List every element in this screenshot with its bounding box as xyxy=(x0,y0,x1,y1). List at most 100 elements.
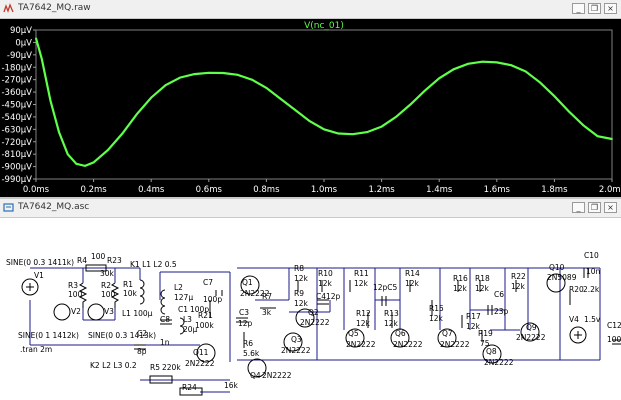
schematic-label-r15v: 12k xyxy=(429,314,444,323)
data-point xyxy=(366,131,369,133)
schematic-titlebar[interactable]: TA7642_MQ.asc _ ❐ × xyxy=(0,199,621,218)
schematic-label-c12: C12 xyxy=(607,321,621,330)
schematic-label-l2v: 127µ xyxy=(174,293,193,302)
schematic-label-r23: R23 xyxy=(107,256,122,265)
minimize-button[interactable]: _ xyxy=(572,202,585,213)
schematic-label-r5: R5 xyxy=(150,363,160,372)
data-point xyxy=(467,62,469,65)
data-point xyxy=(179,76,181,79)
data-point xyxy=(481,60,484,63)
data-point xyxy=(423,89,426,92)
data-point xyxy=(438,77,441,80)
schematic-label-r22v: 12k xyxy=(511,282,526,291)
y-tick-label: -630µV xyxy=(1,125,32,135)
schematic-label-r11: R11 xyxy=(354,269,369,278)
restore-button[interactable]: ❐ xyxy=(588,3,601,14)
y-tick-label: -450µV xyxy=(1,101,32,111)
y-tick-label: -90µV xyxy=(7,51,32,61)
x-tick-label: 1.0ms xyxy=(311,185,338,195)
data-point xyxy=(409,103,412,106)
schematic-label-c10v: 10n xyxy=(586,267,601,276)
x-tick-label: 2.0ms xyxy=(599,185,621,195)
y-tick-label: 0µV xyxy=(15,38,32,48)
data-point xyxy=(567,110,570,113)
x-tick-label: 0.0ms xyxy=(23,185,50,195)
schematic-label-q6: Q6 xyxy=(395,329,406,338)
data-point xyxy=(611,138,613,140)
schematic-label-sine1: SINE(0 0.3 1411k) xyxy=(6,258,74,267)
schematic-label-q4v: 2N2222 xyxy=(262,371,292,380)
schematic-label-r10: R10 xyxy=(318,269,333,278)
schematic-label-r23v: 30k xyxy=(100,269,115,278)
plot-frame xyxy=(35,29,613,180)
x-tick-label: 1.6ms xyxy=(484,185,511,195)
schematic-label-q7v: 2N2222 xyxy=(440,340,470,349)
close-button[interactable]: × xyxy=(604,3,617,14)
waveform-plot[interactable]: 90µV0µV-90µV-180µV-270µV-360µV-450µV-540… xyxy=(0,18,621,197)
restore-button[interactable]: ❐ xyxy=(588,202,601,213)
schematic-label-q5v: 2N2222 xyxy=(346,340,376,349)
schematic-label-r13: R13 xyxy=(384,309,399,318)
schematic-label-v4: V4 xyxy=(569,315,579,324)
schematic-label-r14v: 12k xyxy=(405,279,420,288)
waveform-window-controls: _ ❐ × xyxy=(572,3,617,14)
data-point xyxy=(380,125,383,128)
y-tick-label: 90µV xyxy=(10,26,32,36)
schematic-label-c7: C7 xyxy=(203,278,213,287)
schematic-label-r9: R9 xyxy=(294,289,304,298)
data-point xyxy=(539,81,541,84)
schematic-label-r18v: 12k xyxy=(475,284,490,293)
schematic-label-q3v: 2N2222 xyxy=(281,346,311,355)
data-point xyxy=(596,135,599,138)
data-point xyxy=(193,73,196,75)
schematic-label-v2: V2 xyxy=(71,307,81,316)
schematic-label-r12v: 12k xyxy=(356,319,371,328)
data-point xyxy=(58,131,60,133)
schematic-label-r14: R14 xyxy=(405,269,420,278)
schematic-label-q10v: 2N5089 xyxy=(547,273,577,282)
schematic-label-c4v: 12p xyxy=(326,292,341,301)
schematic-label-r3: R3 xyxy=(68,281,78,290)
schematic-app-icon xyxy=(3,203,14,212)
data-point xyxy=(452,68,455,71)
schematic-label-q9v: 2N2222 xyxy=(516,333,546,342)
schematic-label-c8: C8 xyxy=(160,315,170,324)
schematic-window: TA7642_MQ.asc _ ❐ × xyxy=(0,199,621,400)
schematic-label-r16: R16 xyxy=(453,274,468,283)
schematic-label-c1: C1 xyxy=(178,305,188,314)
schematic-label-q10: Q10 xyxy=(549,263,565,272)
waveform-titlebar[interactable]: TA7642_MQ.raw _ ❐ × xyxy=(0,0,621,19)
data-point xyxy=(121,132,124,135)
schematic-label-c8v: 1n xyxy=(160,338,170,347)
schematic-label-r15: R15 xyxy=(429,304,444,313)
schematic-label-k1: K1 L1 L2 0.5 xyxy=(130,260,177,269)
schematic-label-r4: R4 xyxy=(77,256,87,265)
schematic-label-r7: R7 xyxy=(262,292,272,301)
x-tick-label: 1.8ms xyxy=(541,185,568,195)
schematic-label-q1: Q1 xyxy=(242,278,253,287)
schematic-label-r21v: 100k xyxy=(195,321,214,330)
data-point xyxy=(351,133,354,136)
schematic-label-r19: R19 xyxy=(478,329,493,338)
x-tick-label: 0.8ms xyxy=(253,185,280,195)
close-button[interactable]: × xyxy=(604,202,617,213)
schematic-window-title: TA7642_MQ.asc xyxy=(18,202,90,212)
schematic-label-r20: R20 xyxy=(569,285,584,294)
schematic-label-r6: R6 xyxy=(243,339,253,348)
schematic-label-c3: C3 xyxy=(239,308,249,317)
schematic-label-q4: Q4 xyxy=(250,371,261,380)
schematic-label-r17v: 12k xyxy=(466,322,481,331)
schematic-label-l3v: 20µ xyxy=(183,325,198,334)
schematic-label-c3v: 12p xyxy=(238,319,253,328)
y-tick-label: -540µV xyxy=(1,113,32,123)
minimize-button[interactable]: _ xyxy=(572,3,585,14)
data-point xyxy=(323,128,325,131)
waveform-app-icon xyxy=(3,3,14,13)
data-point xyxy=(35,37,37,40)
schematic-label-r24: R24 xyxy=(182,383,197,392)
schematic-label-sine2: SINE(0 1 1412k) xyxy=(18,331,79,340)
schematic-label-q7: Q7 xyxy=(442,329,453,338)
schematic-label-q5: Q5 xyxy=(348,329,359,338)
